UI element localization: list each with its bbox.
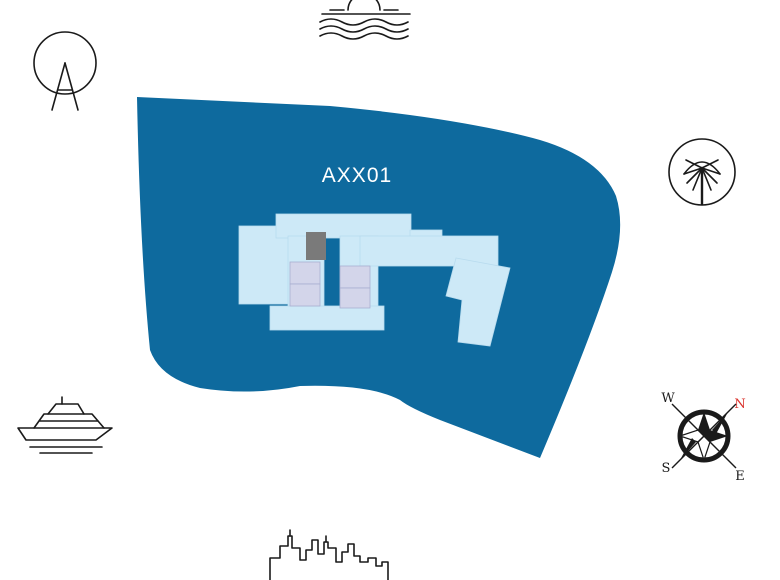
compass-north-label: N: [734, 397, 745, 412]
yacht-icon: [17, 396, 113, 454]
unit[interactable]: [339, 265, 371, 289]
ferris-wheel-icon: [33, 31, 97, 111]
building-east-wing[interactable]: [445, 257, 511, 347]
skyline-icon: [269, 529, 389, 580]
compass-west-label: W: [661, 391, 675, 406]
compass-south-label: S: [662, 461, 671, 476]
sunset-sea-icon: [319, 0, 411, 40]
unit[interactable]: [339, 287, 371, 309]
building-north-bar[interactable]: [275, 213, 412, 239]
building-east-bar[interactable]: [359, 235, 499, 267]
palm-island-icon: [668, 138, 736, 206]
unit[interactable]: [289, 283, 321, 307]
unit-selected[interactable]: [306, 232, 326, 260]
compass-east-label: E: [735, 469, 745, 484]
compass-icon: N E S W: [661, 391, 745, 484]
plot-label: AXX01: [322, 164, 392, 187]
building-podium[interactable]: [269, 305, 385, 331]
building-west-wing[interactable]: [238, 225, 290, 305]
unit-group: [289, 232, 371, 309]
unit[interactable]: [289, 261, 321, 285]
plot-area[interactable]: [137, 97, 621, 458]
